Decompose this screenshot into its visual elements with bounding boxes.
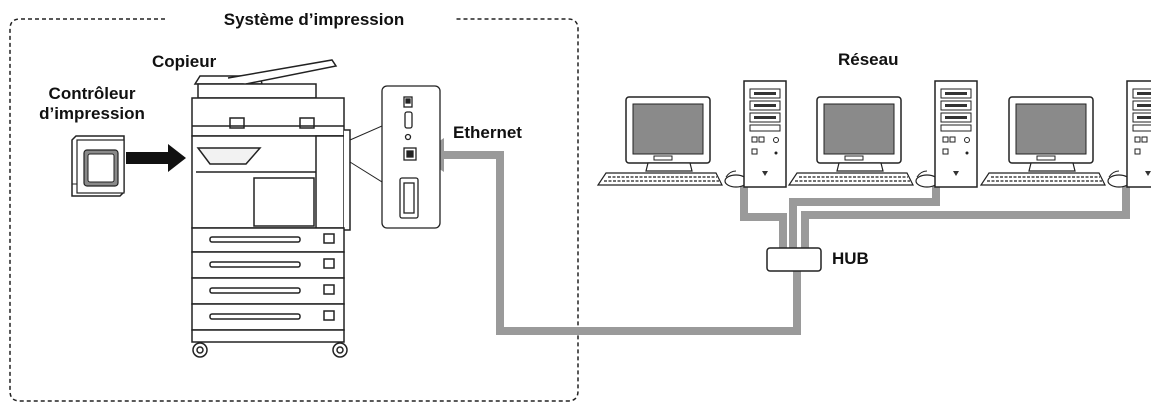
system-label: Système d’impression xyxy=(223,10,405,29)
desktop-computer-icon xyxy=(597,80,787,188)
network-cables xyxy=(436,151,1130,335)
controller-label-line2: d’impression xyxy=(39,103,145,123)
copier-machine-icon xyxy=(191,59,351,358)
callout-line-bottom xyxy=(349,161,383,183)
interface-port-panel-icon xyxy=(381,85,441,229)
controller-label-line1: Contrôleur xyxy=(48,84,136,103)
copier-label: Copieur xyxy=(152,52,217,71)
print-controller-icon xyxy=(71,135,125,197)
system-boundary xyxy=(9,18,579,402)
hub-label: HUB xyxy=(832,249,869,268)
network-hub-icon xyxy=(766,247,822,272)
controller-connection-arrow xyxy=(126,144,186,172)
desktop-computer-icon xyxy=(788,80,978,188)
ethernet-label: Ethernet xyxy=(453,123,522,142)
network-label: Réseau xyxy=(838,50,899,69)
callout-line-top xyxy=(349,125,383,141)
desktop-computer-icon xyxy=(980,80,1151,188)
controller-label: Contrôleur d’impression xyxy=(4,84,180,123)
